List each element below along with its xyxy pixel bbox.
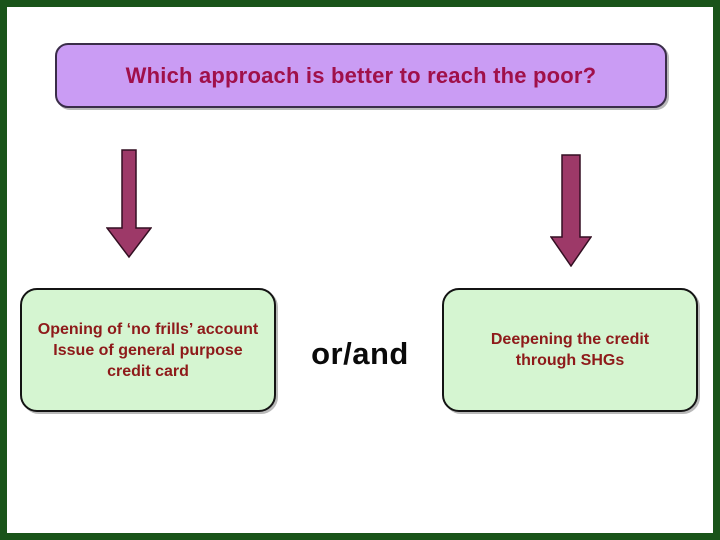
down-arrow-icon (106, 149, 152, 259)
left-option-line: Issue of general purpose (53, 341, 243, 359)
slide-title: Which approach is better to reach the po… (125, 62, 597, 88)
left-option-box: Opening of ‘no frills’ account Issue of … (20, 288, 276, 412)
right-option-line: through SHGs (515, 352, 625, 369)
right-option-box: Deepening the credit through SHGs (442, 288, 698, 412)
down-arrow-icon (550, 154, 592, 267)
or-and-label: or/and (311, 336, 409, 371)
left-option-line: credit card (107, 362, 189, 380)
left-option-line: Opening of ‘no frills’ account (37, 320, 259, 338)
title-box: Which approach is better to reach the po… (55, 43, 667, 108)
right-option-line: Deepening the credit (490, 331, 650, 348)
